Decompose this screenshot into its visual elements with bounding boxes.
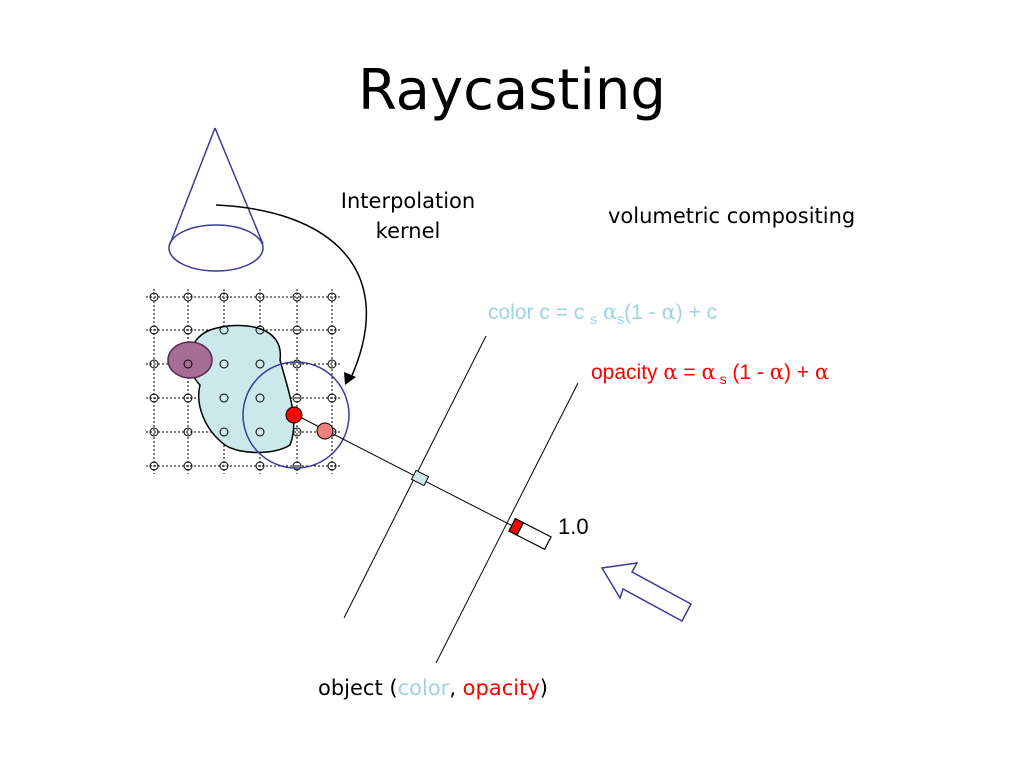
grid-node [149,325,159,335]
sample-point-pink [316,422,334,440]
grid-node [149,292,159,302]
grid-node [327,292,337,302]
grid-node [292,393,302,403]
opacity-formula-rest2: ) + [783,361,815,384]
opacity-formula-alpha3: α [769,360,784,384]
grid-node [183,427,193,437]
interpolation-label-line2: kernel [375,219,441,243]
grid-node [183,393,193,403]
opacity-formula-eq: = [677,361,702,384]
opacity-formula-alpha2: α [701,360,716,384]
camera-cone [168,127,264,272]
grid-node [327,359,337,369]
curved-arrow [215,204,368,381]
color-formula-alpha1: α [602,300,618,324]
opacity-plane-line [435,382,579,664]
grid-node [183,461,193,471]
grid-node [149,393,159,403]
grid-node [255,461,265,471]
color-formula: color c = c s αs(1 - α) + c [488,300,718,327]
color-formula-alpha2: α [661,300,676,324]
grid-node [183,359,193,369]
grid-node [255,359,265,369]
grid-node [255,292,265,302]
grid-node [219,325,229,335]
grid-node [327,325,337,335]
object-label-comma: , [449,676,463,700]
opacity-formula-prefix: opacity [591,361,664,384]
grid-node [149,427,159,437]
color-formula-sub1: s [590,311,598,327]
interpolation-kernel-circle [242,361,350,469]
volumetric-compositing-label: volumetric compositing [608,204,856,228]
color-formula-rest2: ) + c [675,301,718,324]
interpolation-label-line1: Interpolation [340,189,476,213]
grid-node [149,359,159,369]
opacity-formula-alpha4: α [814,360,830,384]
grid-node [255,325,265,335]
grid-node [255,427,265,437]
sample-point-red [285,406,303,424]
color-formula-sub2: s [617,311,625,327]
grid-node [292,461,302,471]
slide-title: Raycasting [358,58,666,123]
view-direction-arrow [600,562,693,623]
grid-node [327,461,337,471]
opacity-formula-alpha1: α [663,360,678,384]
opacity-formula-sub: s [715,371,727,387]
value-one-label: 1.0 [558,514,589,539]
grid-node [219,393,229,403]
object-label: object (color, opacity) [318,676,548,700]
object-blob [189,324,295,454]
grid-node [327,393,337,403]
opacity-formula: opacity α = α s (1 - α) + α [591,360,830,387]
object-label-color: color [397,676,450,700]
color-formula-prefix: color c = c [488,301,591,324]
grid-node [183,325,193,335]
grid-node [219,427,229,437]
grid-node [292,359,302,369]
grid-node [183,292,193,302]
grid-nodes [149,292,337,471]
grid-node [255,393,265,403]
color-sample-box [410,469,430,487]
opacity-accumulator [508,517,552,551]
grid-node [292,427,302,437]
grid-node [292,292,302,302]
grid-node [292,325,302,335]
interpolation-kernel-label: Interpolation kernel [318,186,498,246]
grid-node [219,292,229,302]
object-label-opacity: opacity [462,676,540,700]
object-label-suffix: ) [539,676,548,700]
curved-arrow-head [344,372,356,385]
color-formula-rest1: (1 - [624,301,662,324]
grid-node [219,461,229,471]
opacity-formula-rest1: (1 - [726,361,770,384]
grid-node [149,461,159,471]
grid-node [219,359,229,369]
object-label-prefix: object ( [318,676,398,700]
